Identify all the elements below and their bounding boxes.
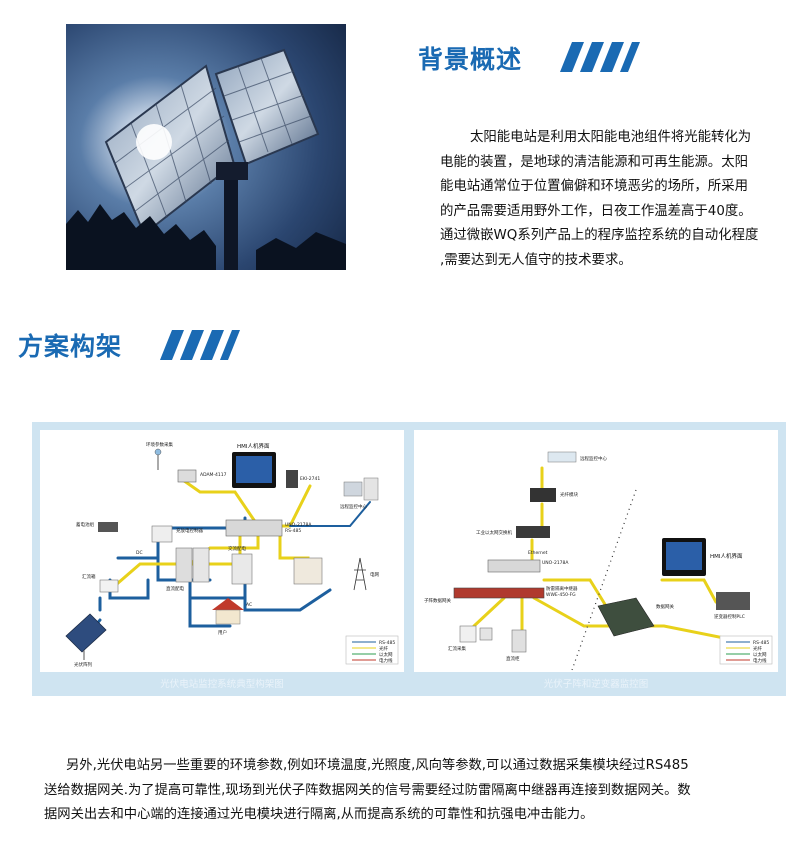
background-line: 的产品需要适用野外工作，日夜工作温差高于40度。 [440,203,752,219]
right-uno-label: UNO-2178A [542,560,569,566]
right-sub-gateway-label: 子阵数据网关 [424,597,451,604]
left-legend-item: 光纤 [379,645,388,652]
right-meter-label: 汇流采集 [448,645,466,652]
left-legend-item: 以太网 [379,651,393,658]
background-title: 背景概述 [418,45,523,74]
background-paragraph: 太阳能电站是利用太阳能电池组件将光能转化为 电能的装置，是地球的清洁能源和可再生… [440,126,800,274]
right-gateway-label: 数据网关 [656,603,674,610]
left-legend-item: RS-485 [379,640,395,646]
architecture-title-stripes-icon [160,330,240,360]
right-diagram-caption: 光伏子阵和逆变器监控图 [543,679,649,690]
right-wwe-label: WWE-450-FG [546,592,576,598]
pv-subarray-inverter-diagram: 远程监控中心 光纤模块 工业以太网交换机 Ethernet UNO-2178A … [414,430,778,672]
architecture-diagram-panel: HMI人机界面 ADAM-4117 环境参数采集 EKI-2741 远程监控中心… [32,422,786,696]
left-combiner-label: 汇流箱 [82,573,96,580]
right-ethernet-label: Ethernet [528,550,548,556]
left-adam-label: ADAM-4117 [200,472,227,478]
left-controller-label: 充放电控制器 [176,527,203,534]
pv-station-monitoring-diagram: HMI人机界面 ADAM-4117 环境参数采集 EKI-2741 远程监控中心… [40,430,404,672]
bottom-paragraph: 另外,光伏电站另一些重要的环境参数,例如环境温度,光照度,风向等参数,可以通过数… [44,754,784,828]
left-grid-label: 电网 [370,571,379,578]
left-load-label: 用户 [218,629,227,636]
left-eki-label: EKI-2741 [300,476,320,482]
bottom-line: 据网关出去和中心端的连接通过光电模块进行隔离,从而提高系统的可靠性和抗强电冲击能… [44,807,594,822]
right-legend-item: 光纤 [753,645,762,652]
left-pv-label: 光伏阵列 [74,661,92,668]
background-line: 电能的装置，是地球的清洁能源和可再生能源。太阳 [440,154,748,170]
left-ac-label: AC [246,602,252,608]
background-line: 太阳能电站是利用太阳能电池组件将光能转化为 [470,130,752,145]
background-line: ,需要达到无人值守的技术要求。 [440,252,632,268]
left-storage-label: 蓄电池组 [76,521,94,528]
bottom-line: 另外,光伏电站另一些重要的环境参数,例如环境温度,光照度,风向等参数,可以通过数… [66,758,689,773]
left-uno-label: UNO-2178A [285,522,312,528]
left-meteo-label: 环境参数采集 [146,441,173,448]
right-hmi-label: HMI人机界面 [710,552,743,560]
left-legend-item: 电力线 [379,657,393,664]
right-legend-item: 以太网 [753,651,767,658]
right-center-label: 远程监控中心 [580,455,607,462]
left-ac-cabinet-label: 交流配电 [228,545,246,552]
background-title-stripes-icon [560,42,640,72]
left-hmi-label: HMI人机界面 [237,442,270,450]
solar-panel-photo [66,24,346,270]
background-line: 通过微嵌WQ系列产品上的程序监控系统的自动化程度 [440,228,759,244]
right-dc-cabinet-label: 直流柜 [506,655,520,662]
right-legend-item: 电力线 [753,657,767,664]
left-monitor-center-label: 远程监控中心 [340,503,367,510]
right-repeater-label: 防雷隔离中继器 [546,585,578,592]
left-rs485-label: RS-485 [285,528,301,534]
left-inverter-label: 直流配电 [166,585,184,592]
right-legend-item: RS-485 [753,640,769,646]
right-plc-label: 逆变器控制PLC [714,613,745,620]
left-dc-label: DC [136,550,143,556]
right-switch-label: 工业以太网交换机 [476,529,512,536]
background-line: 能电站通常位于位置偏僻和环境恶劣的场所，所采用 [440,179,748,195]
right-fiber-label: 光纤模块 [560,491,578,498]
bottom-line: 送给数据网关.为了提高可靠性,现场到光伏子阵数据网关的信号需要经过防雷隔离中继器… [44,782,691,798]
left-diagram-caption: 光伏电站监控系统典型构架图 [160,679,284,690]
architecture-title: 方案构架 [18,332,123,361]
